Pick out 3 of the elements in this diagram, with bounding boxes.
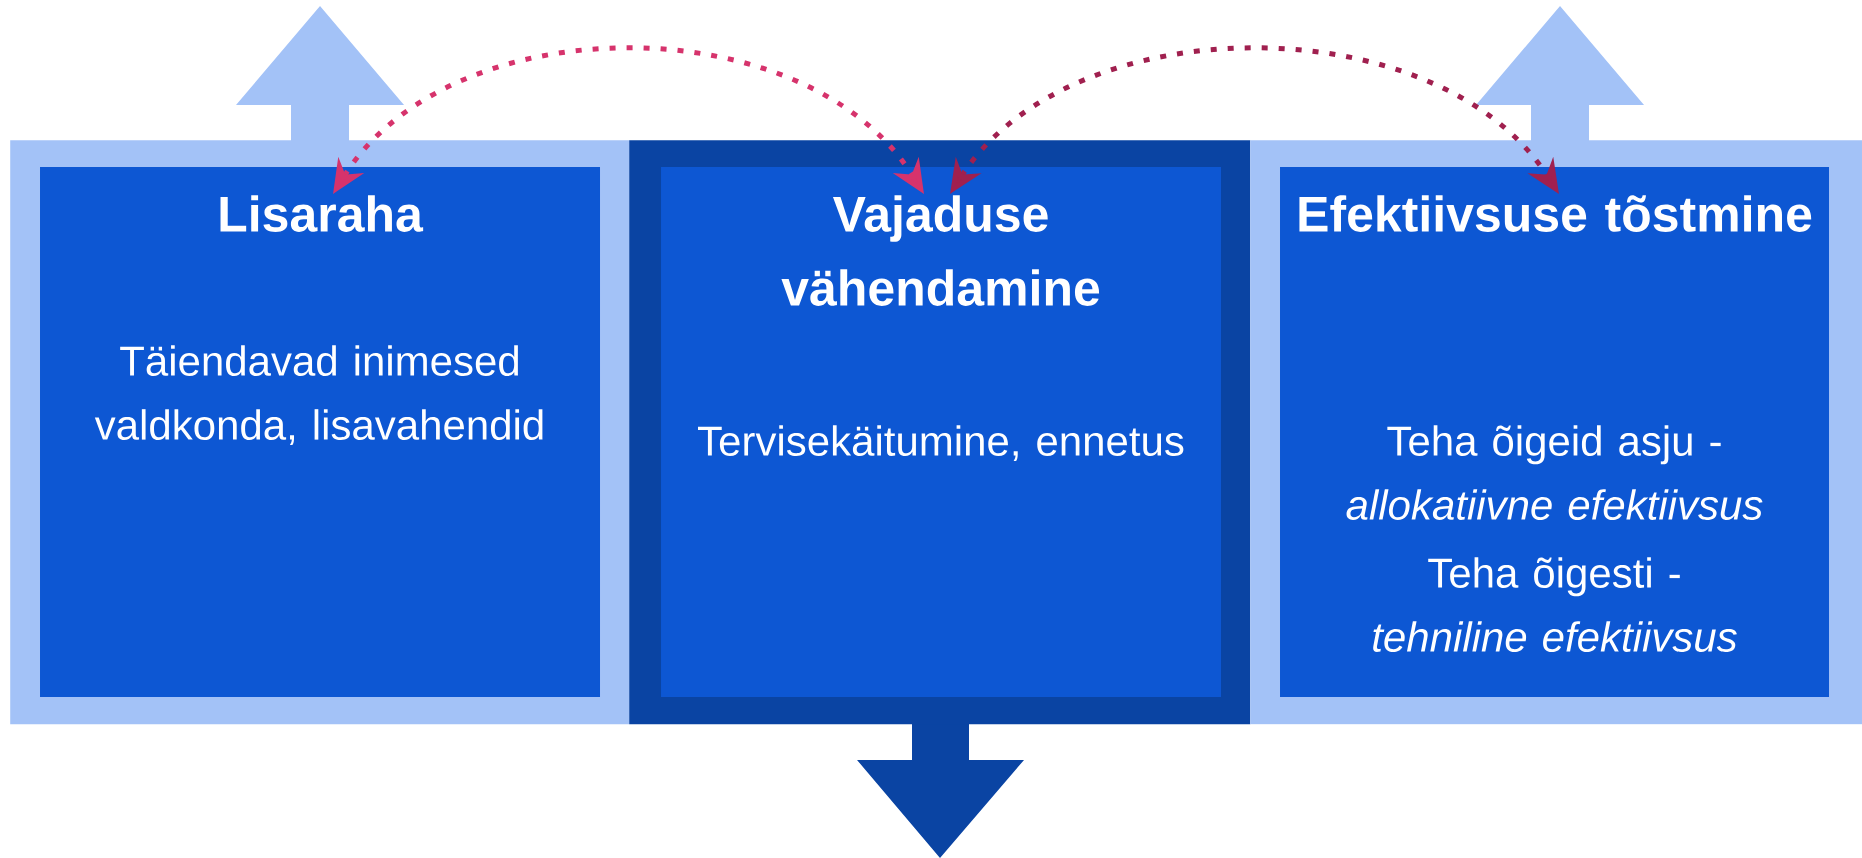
panel-box: Vajaduse vähendamine Tervisekäitumine, ennetus (629, 140, 1251, 725)
panel-box: Lisaraha Täiendavad inimesed valdkonda, lisavahendid (10, 140, 630, 725)
panel-box: Efektiivsuse tõstmine Teha õigeid asju - allokatiivne efektiivsus Teha õigesti - tehniline efektiivsus (1250, 140, 1862, 725)
